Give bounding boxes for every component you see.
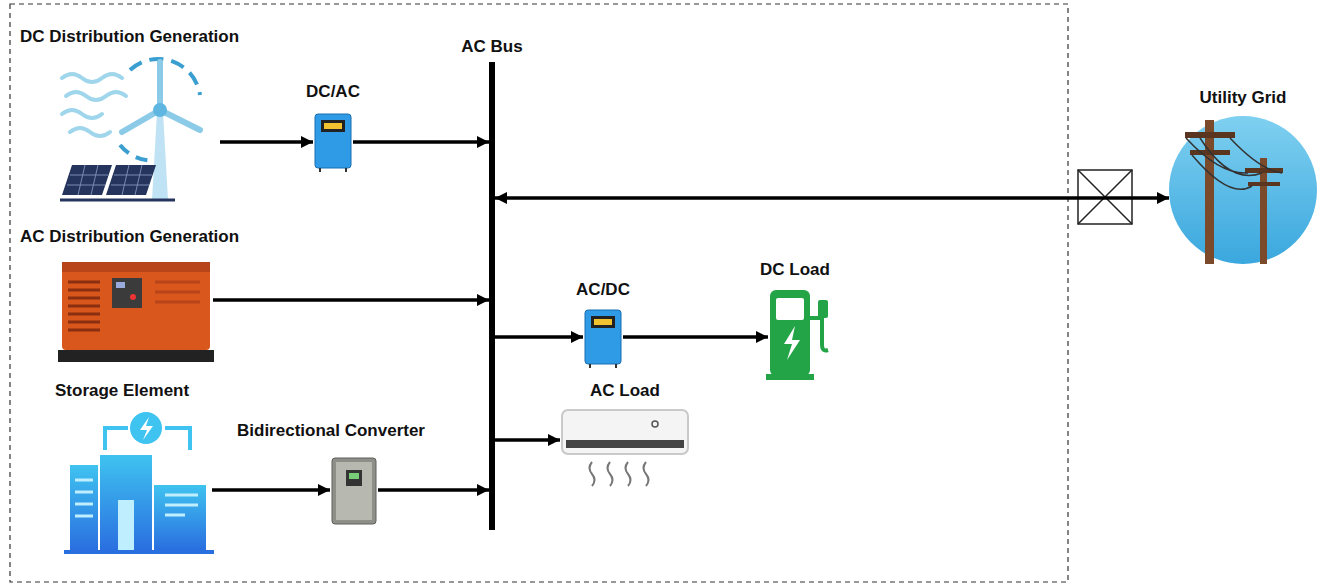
converter-icon [594, 319, 612, 325]
power-flow-arrow [213, 298, 489, 302]
utility-grid-icon [1186, 138, 1282, 189]
node-label: Utility Grid [1200, 88, 1287, 108]
power-flow-arrow [212, 488, 330, 492]
generator-icon [68, 282, 100, 330]
node-label: AC Load [590, 381, 660, 401]
ev-charger-icon [784, 326, 800, 360]
wind-solar-icon [66, 92, 126, 100]
air-conditioner-icon [652, 421, 658, 427]
storage-icon [64, 412, 214, 554]
node-label: DC Load [760, 260, 830, 280]
bidirectional-converter-icon [332, 458, 376, 524]
storage-icon [75, 480, 198, 516]
ev-charger-icon [810, 318, 828, 350]
utility-grid-icon [1205, 120, 1214, 264]
ev-charger-icon [766, 290, 828, 380]
power-flow-arrow [495, 438, 560, 442]
storage-icon [130, 412, 162, 444]
generator-icon [112, 278, 142, 308]
generation-source: DC Distribution Generation [55, 55, 220, 205]
dc-load: DC Load [768, 288, 830, 380]
node-label: DC/AC [306, 82, 360, 102]
storage-element: Storage Element [62, 405, 212, 555]
wind-solar-icon [60, 199, 175, 202]
power-flow-arrow [623, 335, 768, 339]
node-label: AC Bus [461, 37, 522, 57]
utility-grid: Utility Grid [1169, 116, 1317, 264]
wind-solar-icon [62, 110, 102, 118]
wind-solar-icon [120, 145, 160, 161]
converter-icon [345, 168, 347, 172]
utility-grid-icon [1248, 182, 1280, 186]
converter-icon [591, 316, 615, 328]
bidirectional-converter-icon [349, 473, 359, 479]
converter-icon [321, 120, 345, 132]
wind-solar-icon [70, 128, 110, 136]
air-conditioner-icon [590, 462, 649, 486]
ac-load: AC Load [560, 408, 690, 488]
generator-icon [116, 282, 125, 288]
converter: AC/DC [583, 308, 623, 366]
air-conditioner-icon [566, 440, 684, 448]
generator-icon [58, 350, 214, 362]
generation-source: AC Distribution Generation [58, 255, 213, 365]
converter-icon [315, 114, 351, 168]
storage-icon [140, 417, 153, 440]
wind-solar-icon [60, 59, 200, 200]
generator-icon [58, 262, 214, 362]
wind-solar-icon [157, 62, 163, 110]
wind-solar-icon [62, 74, 122, 82]
utility-grid-icon [1172, 262, 1314, 263]
air-conditioner-icon [562, 410, 688, 486]
bidirectional-converter-icon [332, 458, 376, 524]
wind-solar-icon [67, 165, 152, 195]
converter-icon [319, 168, 321, 172]
utility-grid-icon [1169, 116, 1317, 264]
converter-icon [589, 364, 591, 368]
storage-icon [118, 500, 134, 550]
bidirectional-converter-icon [346, 470, 362, 486]
generator-icon [130, 294, 136, 300]
power-flow-arrow [353, 140, 489, 144]
generator-icon [155, 282, 200, 302]
system-boundary [10, 4, 1068, 582]
generator-icon [62, 262, 210, 272]
ev-charger-icon [766, 374, 814, 380]
wind-solar-icon [152, 112, 168, 200]
converter: Bidirectional Converter [330, 455, 378, 525]
power-flow-arrow [378, 488, 489, 492]
converter-icon [315, 114, 621, 368]
wind-solar-icon [130, 59, 200, 95]
power-flow-arrow [495, 196, 1169, 200]
node-label: Bidirectional Converter [237, 421, 425, 441]
power-flow-arrow [495, 335, 583, 339]
node-label: AC Distribution Generation [20, 227, 239, 247]
wind-solar-icon [106, 165, 156, 195]
air-conditioner-icon [562, 410, 688, 454]
generator-icon [62, 262, 210, 350]
power-flow-arrow [220, 140, 313, 144]
ev-charger-icon [770, 290, 810, 376]
bidirectional-converter-icon [336, 462, 372, 520]
wind-solar-icon [153, 103, 167, 117]
utility-grid-icon [1169, 116, 1317, 264]
utility-grid-icon [1185, 132, 1235, 138]
ev-charger-icon [818, 300, 828, 318]
storage-icon [64, 550, 214, 554]
storage-icon [70, 465, 98, 550]
converter-icon [585, 310, 621, 364]
ac-bus: AC Bus [489, 62, 495, 530]
converter: DC/AC [313, 112, 353, 170]
ev-charger-icon [776, 298, 804, 320]
storage-icon [100, 455, 152, 550]
node-label: Storage Element [55, 381, 189, 401]
converter-icon [324, 123, 342, 129]
node-label: DC Distribution Generation [20, 27, 239, 47]
converter-icon [615, 364, 617, 368]
wind-solar-icon [62, 165, 112, 195]
node-label: AC/DC [576, 280, 630, 300]
